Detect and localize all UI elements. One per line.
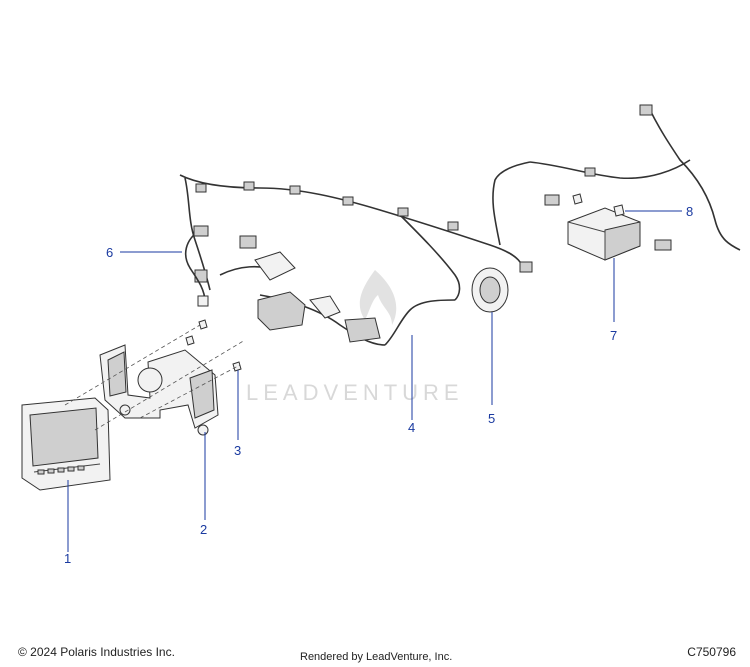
callout-4: 4 bbox=[408, 335, 415, 435]
control-module bbox=[567, 207, 641, 261]
flame-logo-icon bbox=[359, 270, 397, 325]
callout-5: 5 bbox=[488, 312, 495, 426]
grommet bbox=[471, 267, 509, 313]
svg-text:1: 1 bbox=[64, 551, 71, 566]
screw bbox=[572, 193, 625, 217]
parts-diagram: LEADVENTURE bbox=[21, 104, 741, 566]
callout-6: 6 bbox=[106, 245, 182, 260]
display-unit bbox=[21, 397, 111, 491]
harness-connectors bbox=[194, 104, 672, 283]
sub-harness bbox=[184, 225, 209, 307]
fasteners bbox=[185, 319, 242, 372]
copyright-text: © 2024 Polaris Industries Inc. bbox=[18, 645, 175, 659]
svg-text:5: 5 bbox=[488, 411, 495, 426]
callout-3: 3 bbox=[234, 370, 241, 458]
rendered-by-text: Rendered by LeadVenture, Inc. bbox=[300, 651, 453, 663]
watermark: LEADVENTURE bbox=[246, 270, 464, 405]
svg-text:6: 6 bbox=[106, 245, 113, 260]
callouts: 1 2 3 4 5 6 7 8 bbox=[64, 204, 693, 566]
callout-8: 8 bbox=[625, 204, 693, 219]
catalog-number: C750796 bbox=[687, 645, 736, 659]
svg-text:2: 2 bbox=[200, 522, 207, 537]
svg-text:3: 3 bbox=[234, 443, 241, 458]
callout-2: 2 bbox=[200, 432, 207, 537]
main-wire-harness bbox=[179, 104, 741, 346]
central-connector-block bbox=[254, 251, 381, 343]
display-buttons bbox=[37, 465, 85, 475]
svg-text:8: 8 bbox=[686, 204, 693, 219]
svg-text:7: 7 bbox=[610, 328, 617, 343]
callout-7: 7 bbox=[610, 258, 617, 343]
alignment-lines bbox=[64, 324, 246, 431]
watermark-text: LEADVENTURE bbox=[246, 380, 464, 405]
svg-text:4: 4 bbox=[408, 420, 415, 435]
mounting-bracket bbox=[99, 344, 219, 436]
callout-1: 1 bbox=[64, 480, 71, 566]
